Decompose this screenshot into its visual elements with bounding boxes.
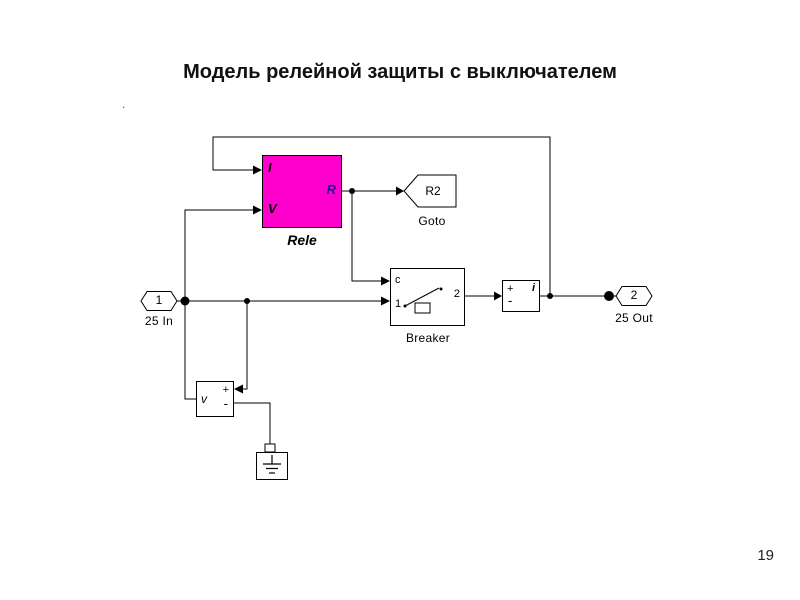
ground-symbol-icon: [263, 455, 281, 474]
outport-2-shape[interactable]: [615, 286, 653, 306]
breaker-label: Breaker: [405, 331, 451, 345]
wire-vmeter-minus-to-ground: [234, 402, 271, 444]
outport-2-label: 25 Out: [615, 311, 653, 325]
junction-dot: [244, 298, 250, 304]
arrow-into-breaker-c-icon: [381, 276, 390, 286]
goto-tag-text: R2: [425, 184, 441, 198]
page-number: 19: [757, 547, 774, 564]
junction-dot: [547, 293, 553, 299]
breaker-element-icon: [414, 302, 431, 314]
breaker-contact-dot: [439, 287, 443, 291]
inport-1-label: 25 In: [144, 314, 174, 328]
arrow-into-imeter-icon: [494, 291, 502, 301]
voltage-meter-minus-label: -: [223, 396, 228, 411]
inport-1-number: 1: [155, 293, 163, 307]
wire-main-to-vmeter-plus: [243, 301, 248, 390]
voltage-meter-output-label: v: [201, 392, 207, 406]
wire-vmeter-to-rele-v: [184, 209, 253, 400]
inport-1-shape[interactable]: [140, 291, 178, 311]
rele-port-v-label: V: [268, 201, 277, 216]
wire-rele-r-to-breaker-c: [351, 191, 381, 282]
junction-dots-group: [180, 188, 614, 306]
voltage-meter-block[interactable]: v + -: [196, 381, 234, 417]
rele-block[interactable]: I V R: [262, 155, 342, 228]
breaker-switch-icon: [404, 287, 440, 307]
wire-feedback-to-i: [212, 136, 551, 296]
stray-mark: .: [122, 97, 126, 111]
ground-port: [264, 443, 276, 453]
outport-2-number: 2: [630, 288, 638, 302]
goto-label: Goto: [418, 214, 446, 228]
breaker-contact-dot: [403, 304, 407, 308]
breaker-port-2-label: 2: [453, 288, 460, 300]
junction-dot: [180, 296, 190, 306]
goto-tag-shape[interactable]: [403, 174, 457, 208]
junction-dot: [349, 188, 355, 194]
breaker-port-c-label: c: [395, 274, 401, 286]
arrow-into-rele-v-icon: [253, 205, 262, 215]
rele-port-r-label: R: [326, 182, 336, 197]
rele-port-i-label: I: [268, 160, 272, 175]
breaker-block[interactable]: c 1 2: [390, 268, 465, 326]
arrow-into-goto-icon: [396, 186, 404, 196]
arrow-into-vmeter-plus-icon: [234, 384, 243, 394]
voltage-meter-plus-label: +: [222, 384, 229, 396]
wires-group: [177, 136, 616, 444]
rele-label: Rele: [287, 232, 317, 248]
current-meter-block[interactable]: + - i: [502, 280, 540, 312]
arrow-into-breaker-1-icon: [381, 296, 390, 306]
current-meter-plus-label: +: [507, 283, 514, 295]
slide-title: Модель релейной защиты с выключателем: [183, 61, 617, 83]
arrow-into-rele-i-icon: [253, 165, 262, 175]
wire-arrows-group: [234, 165, 502, 394]
breaker-port-1-label: 1: [395, 298, 402, 310]
junction-dot: [604, 291, 614, 301]
current-meter-minus-label: -: [508, 293, 513, 308]
current-meter-output-label: i: [531, 282, 535, 294]
